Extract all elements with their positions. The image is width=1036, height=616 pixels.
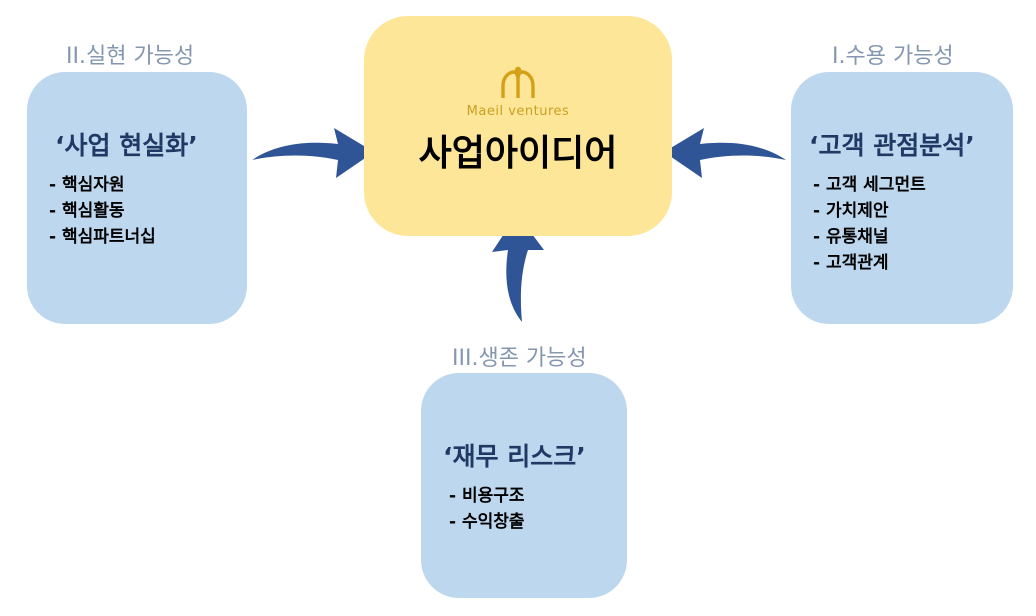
brand-name: Maeil ventures	[466, 104, 570, 119]
bottom-item-list: - 비용구조 - 수익창출	[449, 483, 525, 535]
list-item: - 비용구조	[449, 486, 525, 506]
center-box: Maeil ventures 사업아이디어	[364, 16, 672, 236]
list-item: - 유통채널	[813, 227, 889, 247]
left-item-list: - 핵심자원 - 핵심활동 - 핵심파트너십	[49, 172, 156, 250]
list-item: - 고객 세그먼트	[813, 175, 926, 195]
right-section-label: I.수용 가능성	[832, 44, 954, 69]
left-box-title: ‘사업 현실화’	[55, 131, 198, 160]
maeil-logo-icon	[501, 66, 535, 98]
bottom-box: ‘재무 리스크’ - 비용구조 - 수익창출	[421, 373, 627, 598]
list-item: - 가치제안	[813, 201, 889, 221]
right-box: ‘고객 관점분석’ - 고객 세그먼트 - 가치제안 - 유통채널 - 고객관계	[791, 72, 1013, 324]
list-item: - 핵심파트너십	[49, 227, 156, 247]
left-box: ‘사업 현실화’ - 핵심자원 - 핵심활동 - 핵심파트너십	[27, 72, 247, 324]
bottom-box-title: ‘재무 리스크’	[443, 442, 586, 471]
left-section-label: II.실현 가능성	[66, 44, 195, 69]
arrow-left-to-center	[252, 128, 374, 178]
bottom-section-label: III.생존 가능성	[452, 346, 587, 371]
list-item: - 수익창출	[449, 512, 525, 532]
list-item: - 고객관계	[813, 253, 889, 273]
arrow-bottom-to-center	[492, 214, 544, 322]
right-item-list: - 고객 세그먼트 - 가치제안 - 유통채널 - 고객관계	[813, 172, 926, 276]
arrow-right-to-center	[664, 128, 786, 178]
list-item: - 핵심활동	[49, 201, 125, 221]
list-item: - 핵심자원	[49, 175, 125, 195]
right-box-title: ‘고객 관점분석’	[809, 131, 975, 160]
center-title: 사업아이디어	[418, 133, 618, 174]
